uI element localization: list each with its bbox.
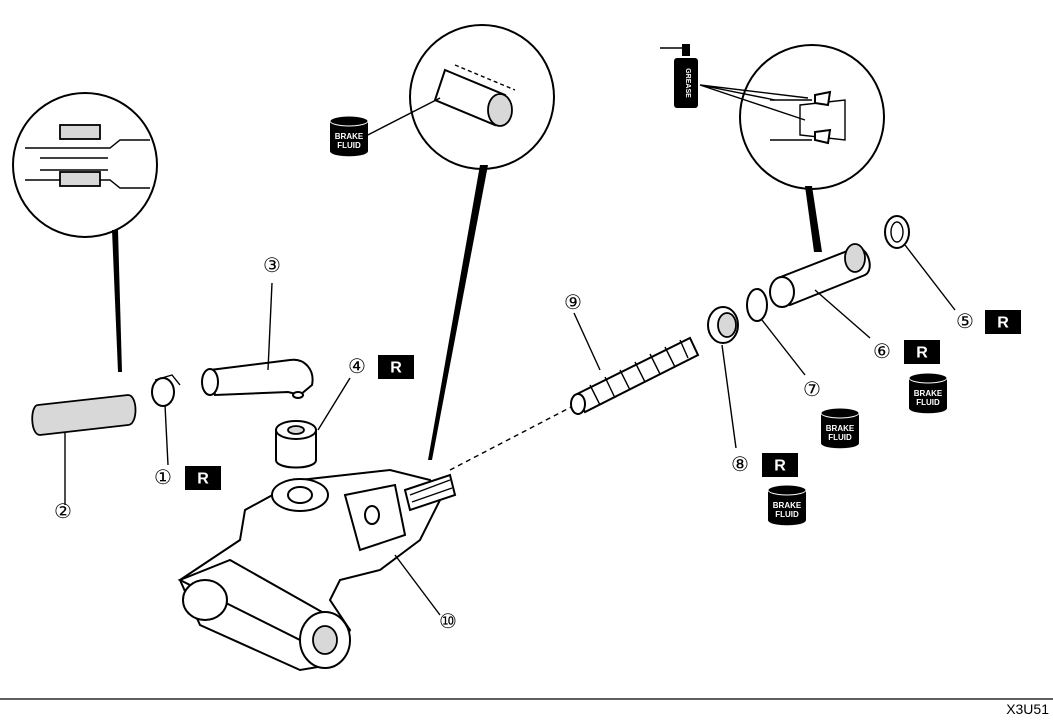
replace-marker-label: R — [916, 345, 928, 362]
detail-circle-hose-fitting — [12, 92, 158, 372]
replace-marker-label: R — [997, 315, 1009, 332]
callout-number: ⑦ — [803, 379, 821, 401]
brake-fluid-label-line2: FLUID — [828, 433, 852, 442]
replace-marker-icon: R — [185, 466, 221, 490]
detail-circle-bush — [357, 24, 555, 460]
replace-marker-label: R — [774, 458, 786, 475]
replace-marker-icon: R — [985, 310, 1021, 334]
brake-fluid-label-line1: BRAKE — [826, 424, 855, 433]
brake-fluid-label-line2: FLUID — [337, 141, 361, 150]
figure-code: X3U51 — [1006, 701, 1049, 717]
brake-fluid-label-line1: BRAKE — [773, 501, 802, 510]
brake-fluid-label-line1: BRAKE — [335, 132, 364, 141]
callout-number: ⑥ — [873, 341, 891, 363]
replace-marker-icon: R — [378, 355, 414, 379]
snap-ring-part — [884, 215, 956, 311]
grease-can-icon: GREASE — [660, 44, 809, 121]
detail-circle-cup-seals — [739, 44, 885, 252]
callout-number: ⑨ — [564, 292, 582, 314]
callout-number: ⑤ — [956, 311, 974, 333]
boot-part — [570, 312, 700, 415]
brake-fluid-label-line1: BRAKE — [914, 389, 943, 398]
callout-number: ⑩ — [439, 611, 457, 633]
elbow-pipe-part — [201, 282, 314, 399]
grommet-part — [275, 377, 351, 469]
replace-marker-icon: R — [762, 453, 798, 477]
callout-number: ④ — [348, 356, 366, 378]
replace-marker-icon: R — [904, 340, 940, 364]
cup-seal-part — [707, 306, 739, 449]
brake-fluid-label-line2: FLUID — [775, 510, 799, 519]
callout-number: ⑧ — [731, 454, 749, 476]
hose-part — [31, 394, 137, 505]
brake-fluid-label-line2: FLUID — [916, 398, 940, 407]
washer-part — [746, 288, 806, 376]
grease-label: GREASE — [684, 68, 691, 98]
callout-number: ① — [154, 467, 172, 489]
replace-marker-label: R — [390, 360, 402, 377]
clip-part — [151, 374, 181, 466]
callout-number: ③ — [263, 255, 281, 277]
callout-number: ② — [54, 501, 72, 523]
replace-marker-label: R — [197, 471, 209, 488]
master-cylinder-body — [177, 468, 457, 672]
piston-part — [769, 243, 871, 339]
